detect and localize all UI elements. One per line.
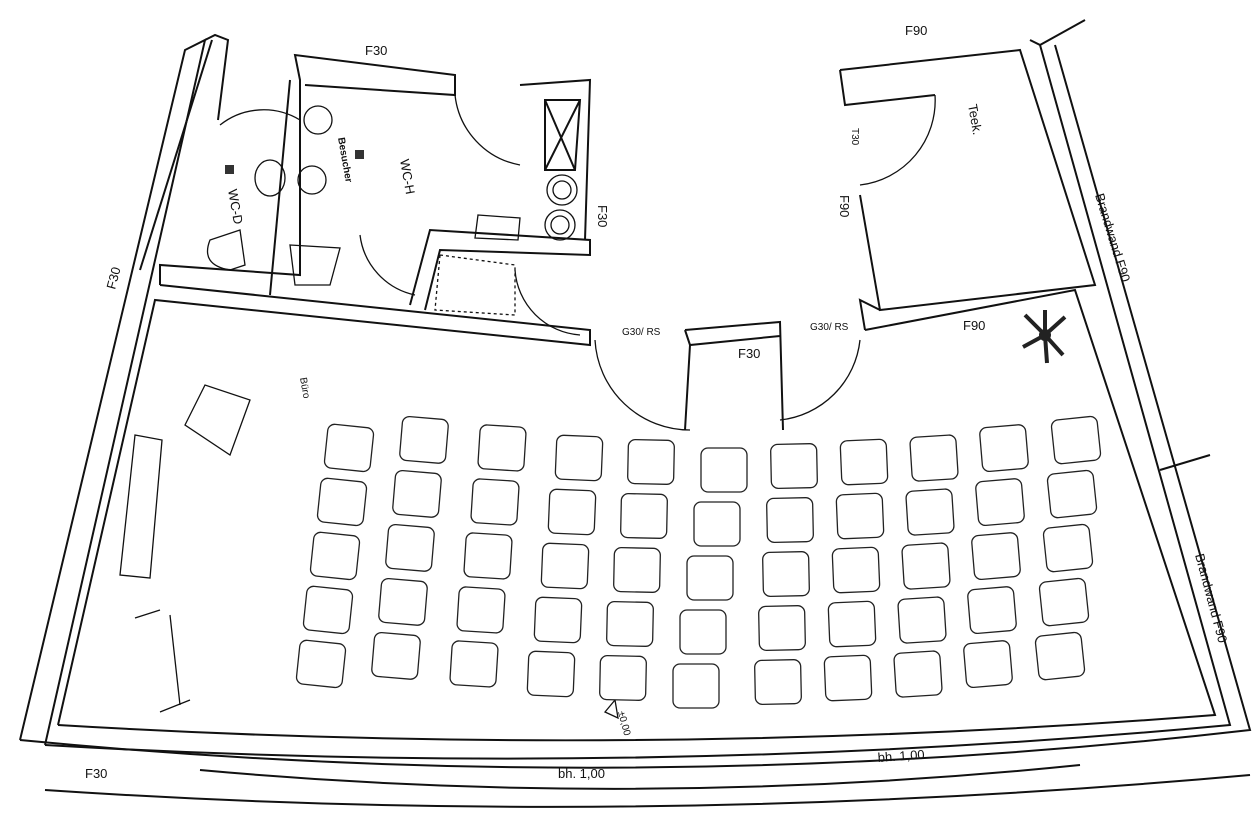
chair [316, 477, 368, 527]
label-f90-teek: F90 [837, 195, 852, 217]
label-bh-right: bh. 1,00 [877, 747, 925, 765]
chair [399, 415, 449, 464]
chair [975, 478, 1025, 527]
chair [554, 434, 604, 482]
label-wc-d: WC-D [225, 188, 246, 225]
label-f30-bottom: F30 [85, 766, 107, 781]
chair [1038, 577, 1090, 627]
chair [371, 631, 421, 680]
chair [1034, 631, 1086, 681]
chair [827, 600, 877, 648]
chair [378, 577, 428, 626]
chair [905, 488, 955, 536]
chair [385, 523, 435, 572]
chair [547, 488, 597, 536]
chair [309, 531, 361, 581]
chair [893, 650, 943, 698]
chair [754, 659, 802, 706]
chair [909, 434, 959, 482]
chair [620, 492, 668, 539]
chair [477, 424, 527, 472]
chair [679, 609, 727, 655]
chair [449, 640, 499, 688]
label-brandwand-upper: Brandwand F90 [1092, 191, 1133, 283]
chair [766, 497, 814, 544]
chair [613, 546, 661, 593]
chair [693, 501, 741, 547]
chair [470, 478, 520, 526]
label-brandwand-lower: Brandwand F90 [1192, 552, 1230, 645]
chair [540, 542, 590, 590]
label-f90-top: F90 [905, 23, 927, 38]
chair [533, 596, 583, 644]
chair [839, 438, 889, 486]
label-f30-left: F30 [103, 265, 123, 291]
outer-walls [19, 19, 1252, 808]
label-f90-right: F90 [963, 318, 985, 333]
label-f30-mid: F30 [738, 346, 760, 361]
chair [463, 532, 513, 580]
chair [758, 605, 806, 652]
chair [392, 469, 442, 518]
chair [831, 546, 881, 594]
chair [1046, 469, 1098, 519]
chair [599, 654, 647, 701]
chair [823, 654, 873, 702]
chair [979, 424, 1029, 473]
chair [1042, 523, 1094, 573]
label-g30-right: G30/ RS [810, 322, 849, 333]
label-f30-top: F30 [365, 43, 387, 58]
chair [971, 532, 1021, 581]
chair [302, 585, 354, 635]
chair [901, 542, 951, 590]
chair [686, 555, 734, 601]
chair [1050, 415, 1102, 465]
label-besucher: Besucher [335, 137, 354, 184]
chair [606, 600, 654, 647]
chair [967, 586, 1017, 635]
chair [770, 443, 818, 490]
chair [835, 492, 885, 540]
label-buero: Büro [297, 377, 312, 400]
chair [456, 586, 506, 634]
label-t30: T30 [849, 128, 860, 146]
chair [627, 438, 675, 485]
plant-icon [1022, 310, 1067, 364]
label-level: ±0,00 [615, 710, 632, 737]
chair [897, 596, 947, 644]
chair [963, 640, 1013, 689]
chair [323, 423, 375, 473]
chair [672, 663, 720, 709]
chair [700, 447, 748, 493]
chair [526, 650, 576, 698]
chair [295, 639, 347, 689]
label-bh-left: bh. 1,00 [558, 766, 605, 781]
label-g30-left: G30/ RS [622, 327, 661, 338]
label-f30-wc: F30 [595, 205, 610, 227]
chair [762, 551, 810, 598]
inner-walls [57, 39, 1217, 742]
label-wc-h: WC-H [397, 158, 418, 195]
seating-rows [295, 415, 1102, 709]
label-teek: Teek. [965, 103, 985, 136]
